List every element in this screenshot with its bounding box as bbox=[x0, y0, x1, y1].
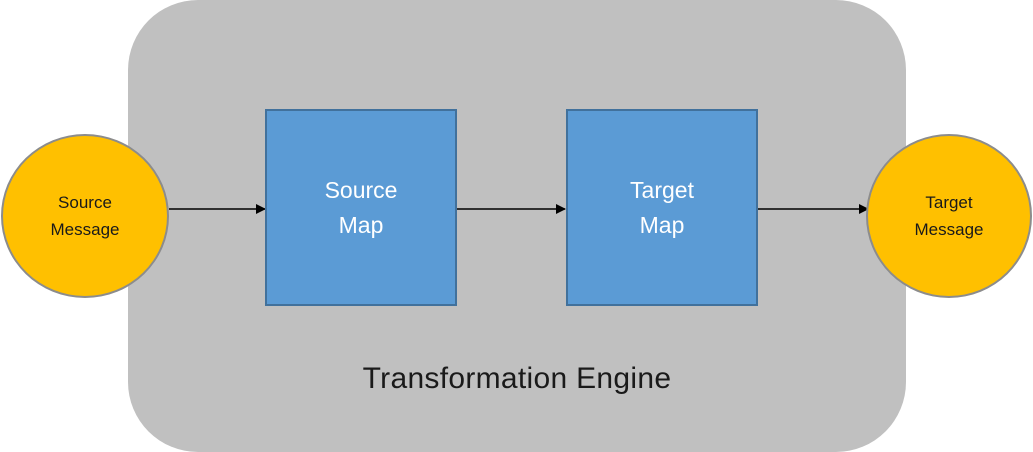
source-map-node: Source Map bbox=[265, 109, 457, 306]
source-message-line2: Message bbox=[50, 220, 120, 239]
transformation-engine-container bbox=[128, 0, 906, 452]
target-map-line2: Map bbox=[639, 211, 685, 238]
target-map-node: Target Map bbox=[566, 109, 758, 306]
source-map-line2: Map bbox=[338, 211, 384, 238]
target-message-line1: Target bbox=[925, 193, 973, 212]
transformation-engine-label: Transformation Engine bbox=[362, 362, 672, 395]
source-map-line1: Source bbox=[324, 176, 398, 203]
source-message-node: Source Message bbox=[1, 134, 169, 298]
target-map-line1: Target bbox=[630, 176, 694, 203]
target-message-node: Target Message bbox=[866, 134, 1032, 298]
target-message-line2: Message bbox=[914, 220, 984, 239]
source-message-line1: Source bbox=[58, 193, 112, 212]
